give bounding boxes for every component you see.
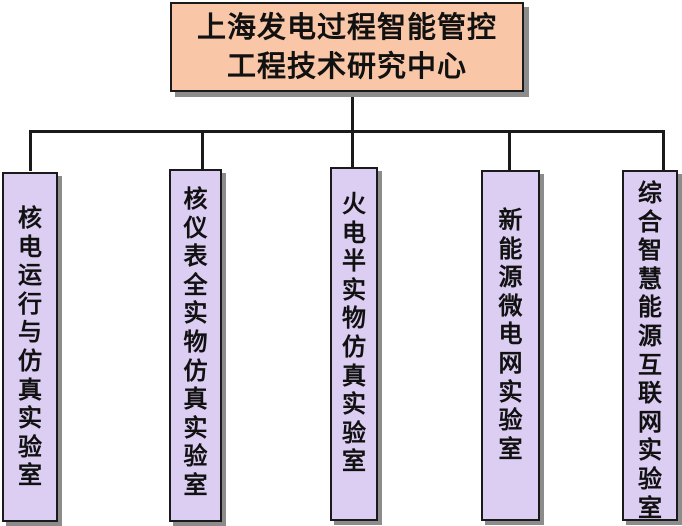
- lab-box-3: 火电半实物仿真实验室: [330, 167, 378, 521]
- lab-box-4: 新能源微电网实验室: [481, 170, 540, 521]
- lab-box-1: 核电运行与仿真实验室: [2, 172, 58, 522]
- branch-connector-2: [201, 130, 204, 169]
- lab-label-4: 新能源微电网实验室: [498, 206, 523, 463]
- lab-label-3: 火电半实物仿真实验室: [342, 190, 366, 476]
- branch-connector-1: [29, 130, 32, 171]
- center-title-box: 上海发电过程智能管控 工程技术研究中心: [170, 2, 524, 92]
- horizontal-bus: [29, 130, 665, 133]
- lab-box-2: 核仪表全实物仿真实验室: [169, 169, 222, 522]
- trunk-connector: [351, 92, 354, 132]
- lab-box-5: 综合智慧能源互联网实验室: [622, 170, 678, 521]
- branch-connector-3: [351, 130, 354, 167]
- lab-label-2: 核仪表全实物仿真实验室: [183, 185, 208, 499]
- title-line-2: 工程技术研究中心: [226, 49, 467, 83]
- title-line-1: 上海发电过程智能管控: [196, 10, 497, 44]
- lab-label-5: 综合智慧能源互联网实验室: [638, 179, 662, 521]
- branch-connector-5: [662, 130, 665, 170]
- lab-label-1: 核电运行与仿真实验室: [18, 204, 42, 490]
- branch-connector-4: [508, 130, 511, 170]
